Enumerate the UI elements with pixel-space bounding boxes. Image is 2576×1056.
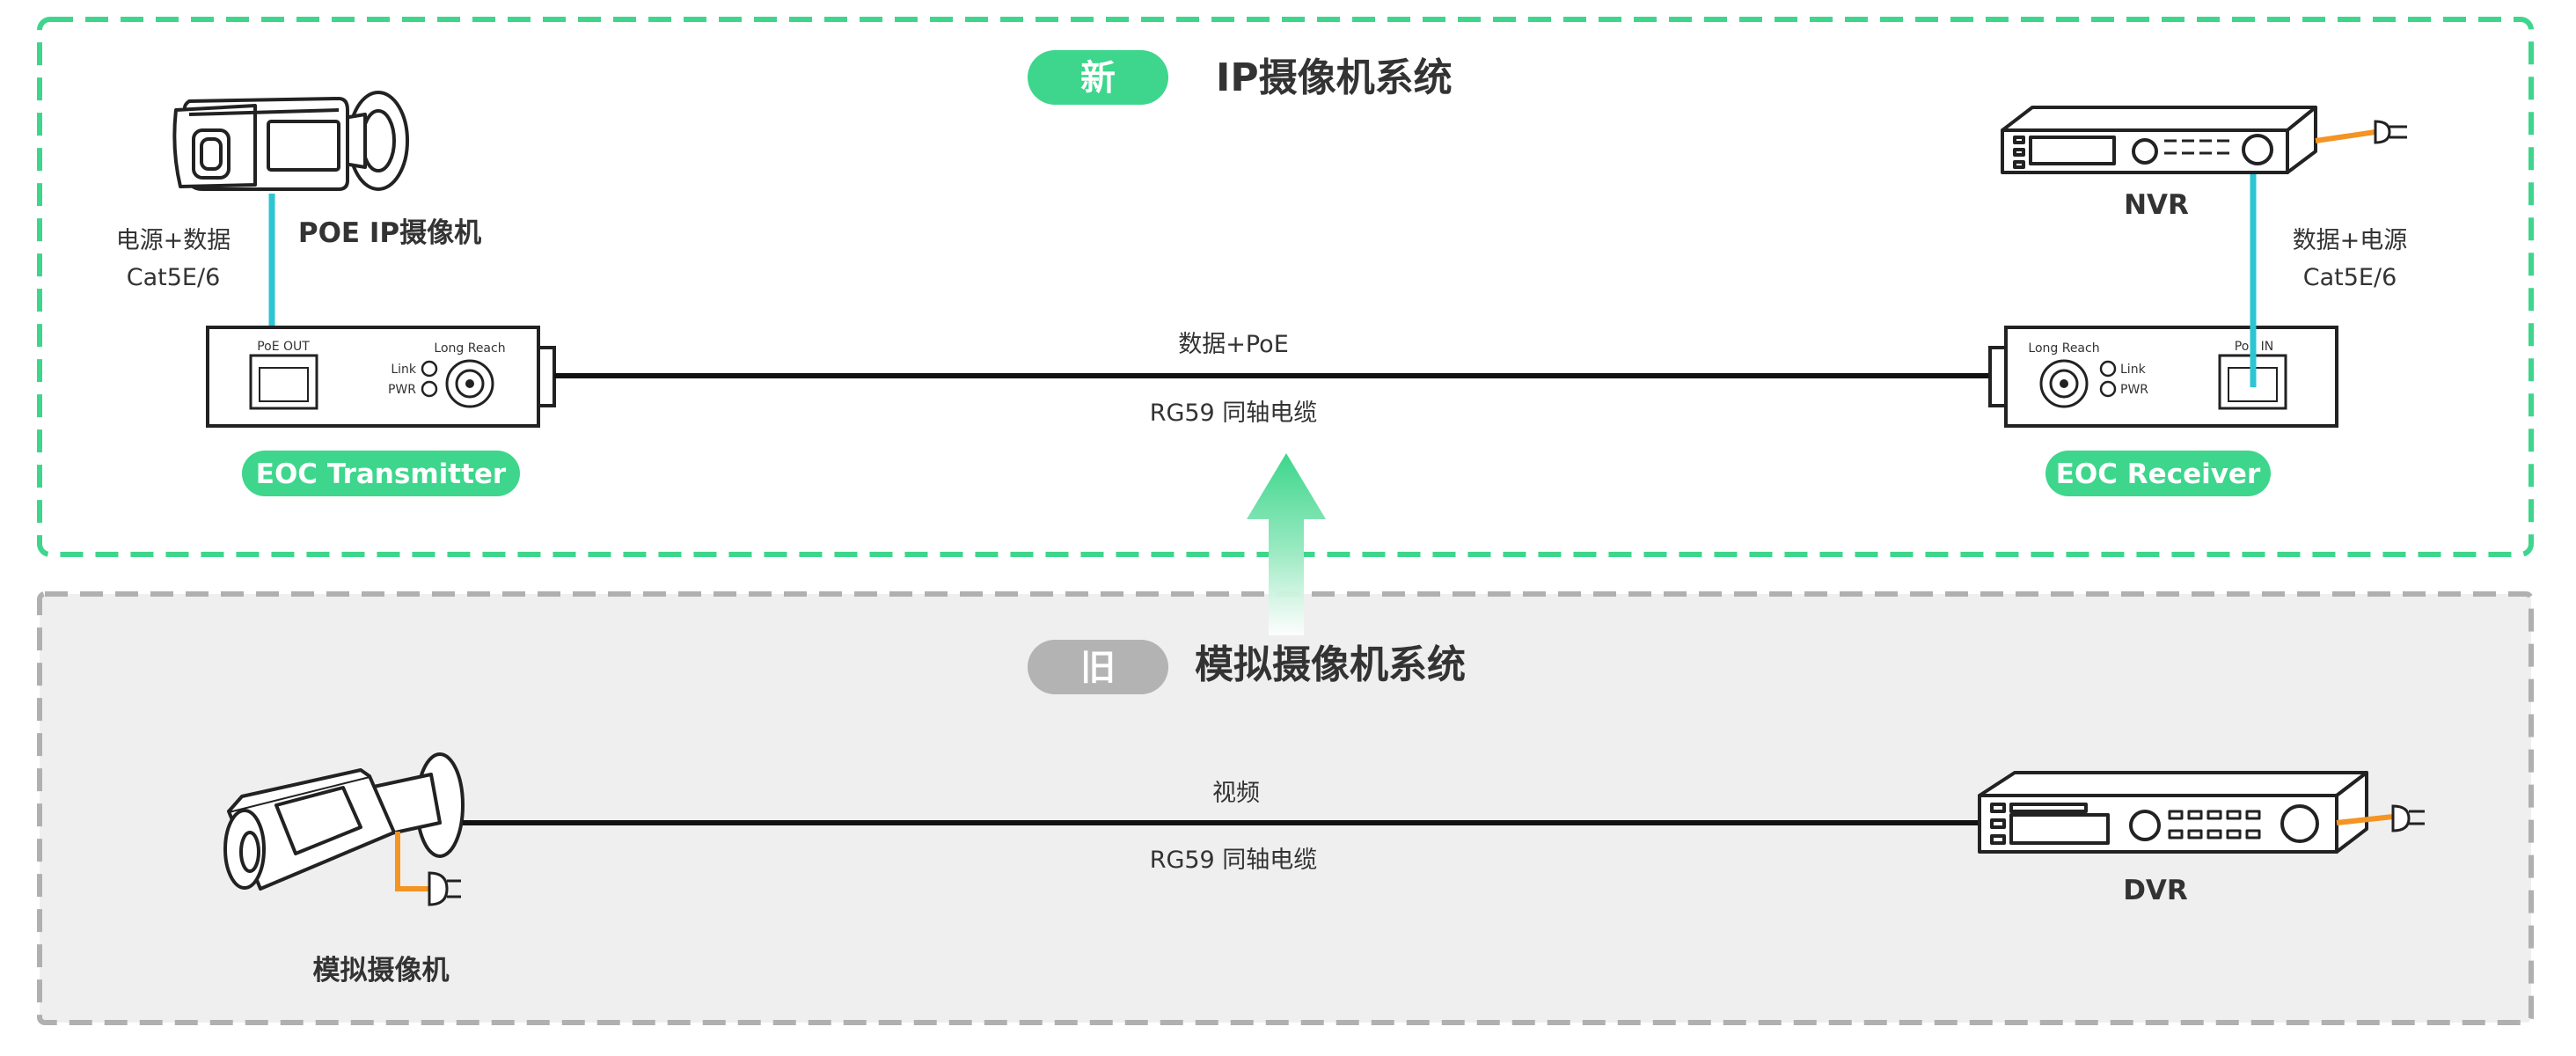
- svg-text:旧: 旧: [1080, 648, 1116, 688]
- receiver-link-label: Link: [2120, 363, 2147, 377]
- svg-text:EOC Receiver: EOC Receiver: [2056, 458, 2261, 490]
- svg-text:新: 新: [1080, 58, 1116, 99]
- transmitter-port-label: PoE OUT: [257, 340, 310, 354]
- dvr-device: [1978, 771, 2368, 854]
- nvr-cable-label: 数据+电源: [2293, 227, 2408, 254]
- upgrade-arrow: [1247, 453, 1326, 635]
- new-coax-label-bottom: RG59 同轴电缆: [1150, 400, 1318, 427]
- poe-ip-camera: [172, 91, 409, 191]
- nvr-cable-type: Cat5E/6: [2303, 264, 2397, 291]
- pwr-led-icon: [421, 380, 438, 398]
- receiver-pwr-label: PWR: [2120, 383, 2148, 397]
- link-led-icon: [421, 360, 438, 378]
- dvr-label: DVR: [2123, 875, 2188, 906]
- analog-camera-label: 模拟摄像机: [313, 955, 450, 986]
- old-coax-label-bottom: RG59 同轴电缆: [1150, 847, 1318, 874]
- new-coax-label-top: 数据+PoE: [1178, 331, 1289, 358]
- transmitter-link-label: Link: [391, 363, 417, 377]
- transmitter-pwr-label: PWR: [388, 383, 416, 397]
- new-system-title: IP摄像机系统: [1216, 55, 1453, 100]
- camera-cable-label: 电源+数据: [116, 227, 231, 254]
- camera-cable-type: Cat5E/6: [127, 264, 221, 291]
- transmitter-bnc-label: Long Reach: [434, 341, 505, 356]
- analog-camera: [223, 752, 465, 891]
- new-system-panel: [37, 17, 2534, 557]
- nvr-device: [2001, 106, 2317, 174]
- eoc-transmitter: PoE OUT Link PWR Long Reach: [206, 326, 556, 428]
- old-coax-label-top: 视频: [1212, 780, 1260, 807]
- link-led-icon: [2099, 360, 2117, 378]
- svg-text:EOC Transmitter: EOC Transmitter: [256, 458, 507, 490]
- nvr-label: NVR: [2124, 189, 2189, 221]
- nvr-power-plug-icon: [2315, 120, 2407, 144]
- pwr-led-icon: [2099, 380, 2117, 398]
- poe-camera-label: POE IP摄像机: [298, 217, 481, 249]
- transmitter-label-pill: EOC Transmitter: [242, 451, 520, 496]
- eoc-receiver: Long Reach Link PWR PoE IN: [1988, 326, 2338, 428]
- camera-power-plug-icon: [395, 832, 461, 906]
- dvr-power-plug-icon: [2336, 804, 2425, 832]
- old-system-title: 模拟摄像机系统: [1195, 642, 1466, 687]
- old-badge: 旧: [1028, 640, 1168, 694]
- new-badge: 新: [1028, 50, 1168, 105]
- receiver-bnc-label: Long Reach: [2028, 341, 2099, 356]
- receiver-label-pill: EOC Receiver: [2045, 451, 2271, 496]
